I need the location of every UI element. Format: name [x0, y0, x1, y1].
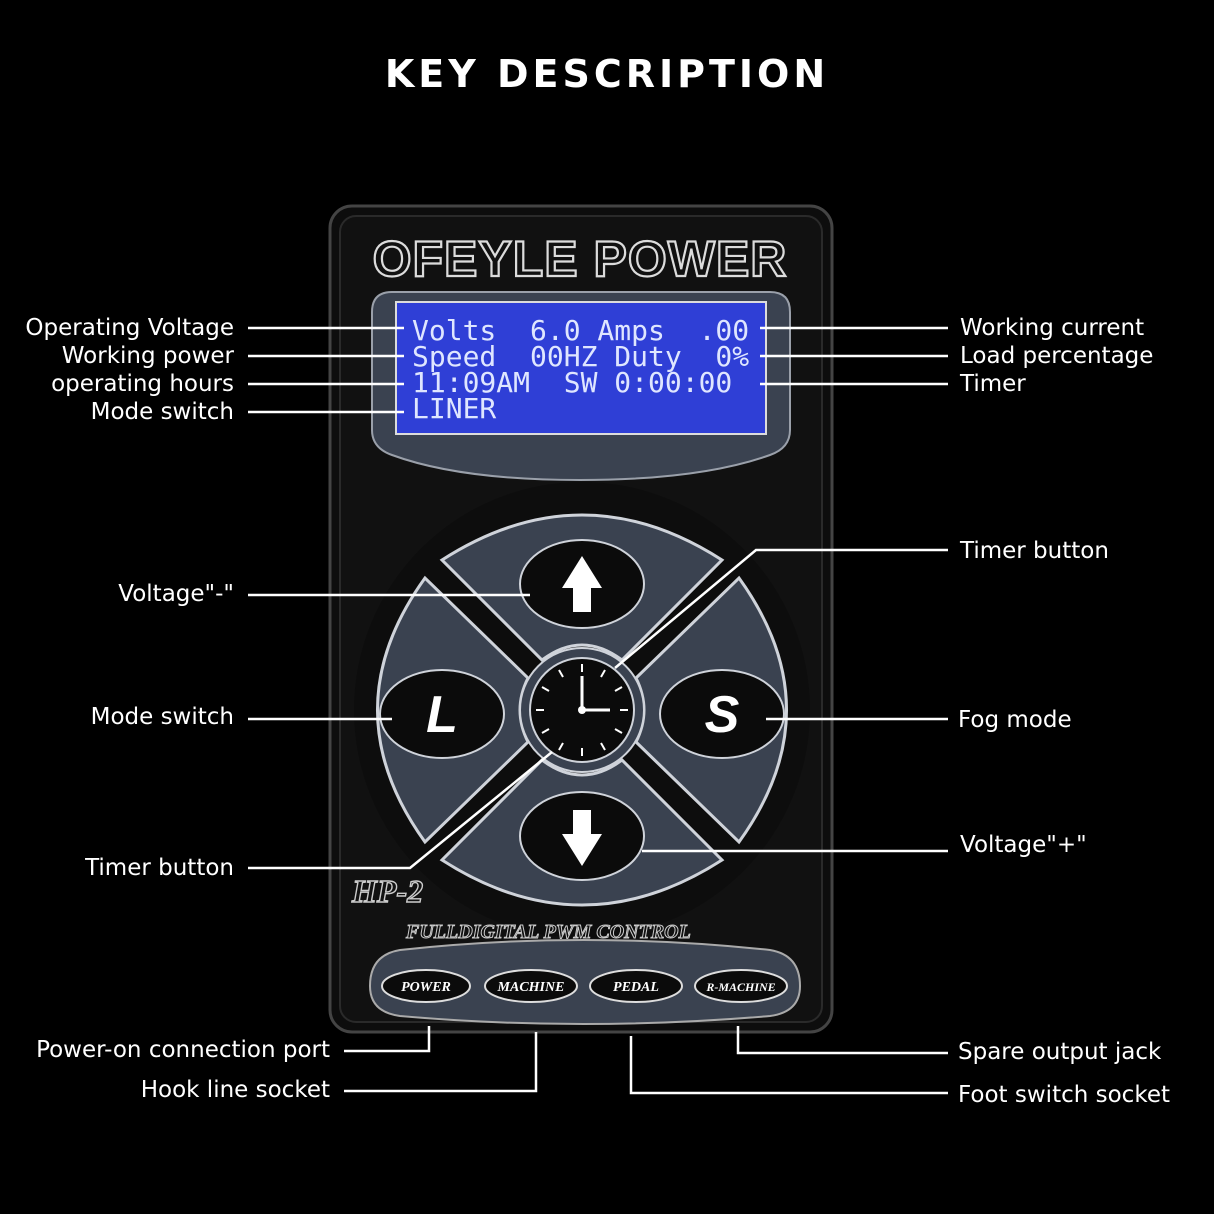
label-fog-mode: Fog mode	[958, 707, 1072, 733]
lcd-line-3: 11:09AM SW 0:00:00	[412, 366, 732, 399]
arrow-up-icon	[562, 556, 602, 612]
leader-lines	[248, 326, 948, 1095]
brand-text: OFEYLE POWER	[373, 231, 788, 287]
label-spare-jack: Spare output jack	[958, 1039, 1162, 1065]
svg-text:MACHINE: MACHINE	[497, 980, 565, 995]
lcd-line-4: LINER	[412, 392, 496, 425]
label-hook-socket: Hook line socket	[140, 1077, 330, 1103]
label-timer-button-right: Timer button	[960, 538, 1109, 564]
lcd-line-2: Speed 00HZ Duty 0%	[412, 340, 749, 373]
label-operating-hours: operating hours	[51, 371, 234, 397]
control-pad: L S	[354, 482, 810, 938]
label-power-port: Power-on connection port	[36, 1037, 330, 1063]
label-load-percentage: Load percentage	[960, 343, 1154, 369]
s-letter: S	[705, 686, 740, 744]
voltage-plus-button[interactable]	[519, 791, 645, 881]
label-mode-switch-button: Mode switch	[90, 704, 234, 730]
port-strip	[368, 939, 802, 1025]
svg-text:POWER: POWER	[401, 980, 451, 995]
pwm-subtitle: FULLDIGITAL PWM CONTROL	[405, 921, 691, 943]
svg-text:PEDAL: PEDAL	[613, 980, 659, 995]
model-text: HP-2	[351, 873, 423, 909]
port-power[interactable]: POWER	[381, 969, 471, 1003]
fog-mode-button[interactable]: S	[659, 669, 785, 759]
label-mode-switch-lcd: Mode switch	[90, 399, 234, 425]
port-r-machine[interactable]: R-MACHINE	[694, 969, 788, 1003]
port-pedal[interactable]: PEDAL	[589, 969, 683, 1003]
svg-text:R-MACHINE: R-MACHINE	[705, 980, 775, 994]
label-timer: Timer	[960, 371, 1026, 397]
mode-switch-button[interactable]: L	[379, 669, 505, 759]
l-letter: L	[426, 686, 458, 744]
lcd-line-1: Volts 6.0 Amps .00	[412, 314, 749, 347]
arrow-down-icon	[562, 810, 602, 866]
label-timer-button-left: Timer button	[85, 855, 234, 881]
label-voltage-plus: Voltage"+"	[960, 832, 1087, 858]
label-operating-voltage: Operating Voltage	[25, 315, 234, 341]
timer-button[interactable]	[519, 647, 645, 773]
label-voltage-minus: Voltage"-"	[118, 581, 234, 607]
port-machine[interactable]: MACHINE	[484, 969, 578, 1003]
lcd-screen	[395, 301, 767, 435]
label-foot-switch: Foot switch socket	[958, 1082, 1170, 1108]
label-working-power: Working power	[61, 343, 234, 369]
voltage-minus-button[interactable]	[519, 539, 645, 629]
label-working-current: Working current	[960, 315, 1145, 341]
page-title: KEY DESCRIPTION	[384, 52, 830, 96]
